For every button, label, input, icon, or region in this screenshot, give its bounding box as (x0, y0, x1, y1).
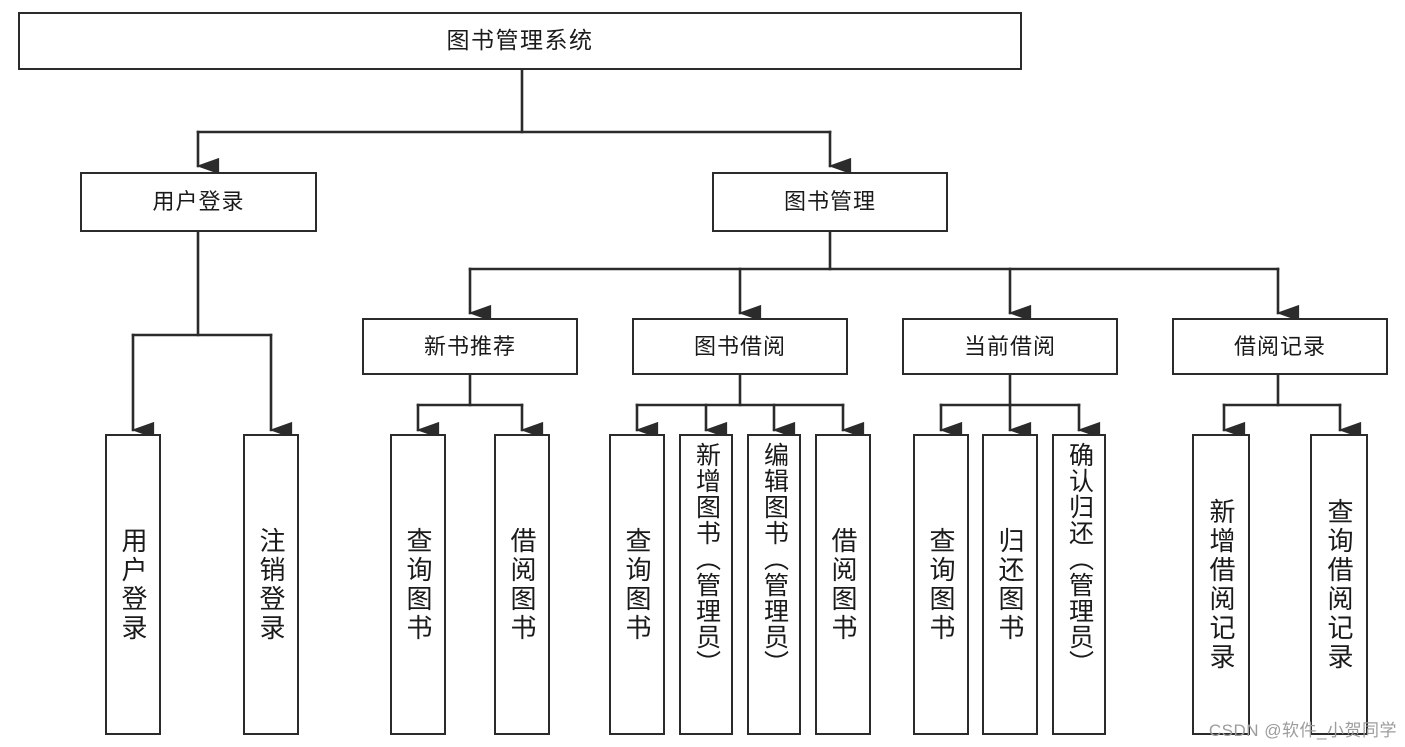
node-label: 查询图书 (622, 526, 652, 643)
node-label: 确认归还（管理员） (1065, 442, 1094, 676)
node-label: 新书推荐 (423, 333, 516, 359)
node-label: 借阅图书 (507, 526, 537, 643)
node-leaf-add-record[interactable]: 新增借阅记录 (1192, 434, 1250, 735)
node-label: 新增图书（管理员） (692, 442, 721, 676)
node-book-management[interactable]: 图书管理 (712, 172, 948, 232)
node-new-book-recommend[interactable]: 新书推荐 (362, 318, 578, 375)
node-leaf-edit-book[interactable]: 编辑图书（管理员） (747, 434, 801, 735)
node-borrow-record[interactable]: 借阅记录 (1172, 318, 1388, 375)
node-label: 查询图书 (403, 526, 433, 643)
node-leaf-query-record[interactable]: 查询借阅记录 (1310, 434, 1368, 735)
node-leaf-borrow-book-1[interactable]: 借阅图书 (494, 434, 550, 735)
node-leaf-confirm-return[interactable]: 确认归还（管理员） (1052, 434, 1106, 735)
node-label: 图书管理系统 (446, 27, 594, 54)
node-label: 归还图书 (995, 526, 1025, 643)
node-label: 借阅记录 (1233, 333, 1326, 359)
node-label: 用户登录 (152, 189, 245, 215)
node-label: 注销登录 (256, 526, 286, 643)
node-current-borrow[interactable]: 当前借阅 (902, 318, 1118, 375)
node-label: 用户登录 (118, 526, 148, 643)
node-leaf-query-book-2[interactable]: 查询图书 (609, 434, 665, 735)
node-user-login[interactable]: 用户登录 (80, 172, 317, 232)
node-label: 当前借阅 (963, 333, 1056, 359)
node-label: 图书借阅 (693, 333, 786, 359)
node-label: 新增借阅记录 (1206, 497, 1236, 672)
watermark-text: CSDN @软件_小贺同学 (1208, 721, 1397, 740)
node-leaf-query-book-1[interactable]: 查询图书 (390, 434, 446, 735)
node-label: 查询借阅记录 (1324, 497, 1354, 672)
node-label: 图书管理 (783, 189, 876, 215)
node-root-book-management-system[interactable]: 图书管理系统 (18, 12, 1022, 70)
node-leaf-return-book[interactable]: 归还图书 (982, 434, 1038, 735)
node-leaf-user-login[interactable]: 用户登录 (105, 434, 161, 735)
node-label: 借阅图书 (828, 526, 858, 643)
node-book-borrow[interactable]: 图书借阅 (632, 318, 848, 375)
node-label: 编辑图书（管理员） (760, 442, 789, 676)
node-leaf-logout[interactable]: 注销登录 (243, 434, 299, 735)
node-leaf-add-book[interactable]: 新增图书（管理员） (679, 434, 733, 735)
node-label: 查询图书 (926, 526, 956, 643)
node-leaf-borrow-book-2[interactable]: 借阅图书 (815, 434, 871, 735)
node-leaf-query-book-3[interactable]: 查询图书 (913, 434, 969, 735)
